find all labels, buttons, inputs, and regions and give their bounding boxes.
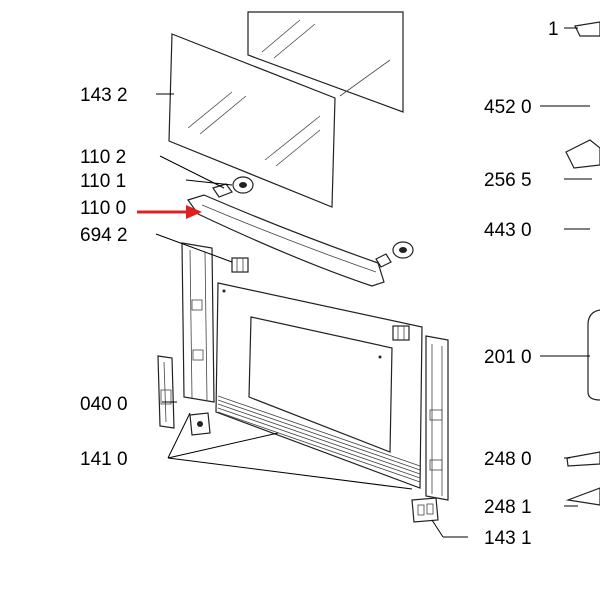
handle-cap-right <box>375 241 414 268</box>
right-part-2480 <box>566 451 600 467</box>
bottom-bracket-right <box>411 497 439 523</box>
hinge-clip-right <box>392 325 410 341</box>
label-443-0: 443 0 <box>484 220 532 241</box>
door-handle <box>187 194 385 287</box>
label-694-2: 694 2 <box>80 225 128 246</box>
highlight-arrow <box>137 205 202 219</box>
handle-cap-left <box>212 176 254 198</box>
label-110-2: 110 2 <box>80 147 126 168</box>
label-452-0: 452 0 <box>484 97 532 118</box>
frame-vent-grille <box>217 395 421 483</box>
label-248-1: 248 1 <box>484 497 532 518</box>
inner-door-frame <box>215 282 423 489</box>
right-part-2565 <box>565 139 600 169</box>
label-256-5: 256 5 <box>484 170 532 191</box>
label-1: 1 <box>548 19 559 40</box>
right-side-rail <box>425 335 449 501</box>
label-110-1: 110 1 <box>80 171 126 192</box>
leader-lines <box>155 27 592 538</box>
inner-glass-panel <box>168 33 336 208</box>
bottom-bracket-left <box>189 412 211 436</box>
right-part-2010 <box>587 309 600 401</box>
label-040-0: 040 0 <box>80 394 128 415</box>
label-248-0: 248 0 <box>484 449 532 470</box>
label-143-2: 143 2 <box>80 85 128 106</box>
label-141-0: 141 0 <box>80 449 128 470</box>
label-143-1: 143 1 <box>484 528 532 549</box>
hinge-clip-left <box>231 257 249 273</box>
label-201-0: 201 0 <box>484 347 532 368</box>
door-hinge <box>157 355 175 429</box>
rear-glass-panel <box>247 11 404 113</box>
left-side-rail <box>181 242 215 403</box>
right-part-1 <box>574 21 600 37</box>
label-110-0: 110 0 <box>80 198 126 219</box>
right-part-2481 <box>565 487 600 506</box>
